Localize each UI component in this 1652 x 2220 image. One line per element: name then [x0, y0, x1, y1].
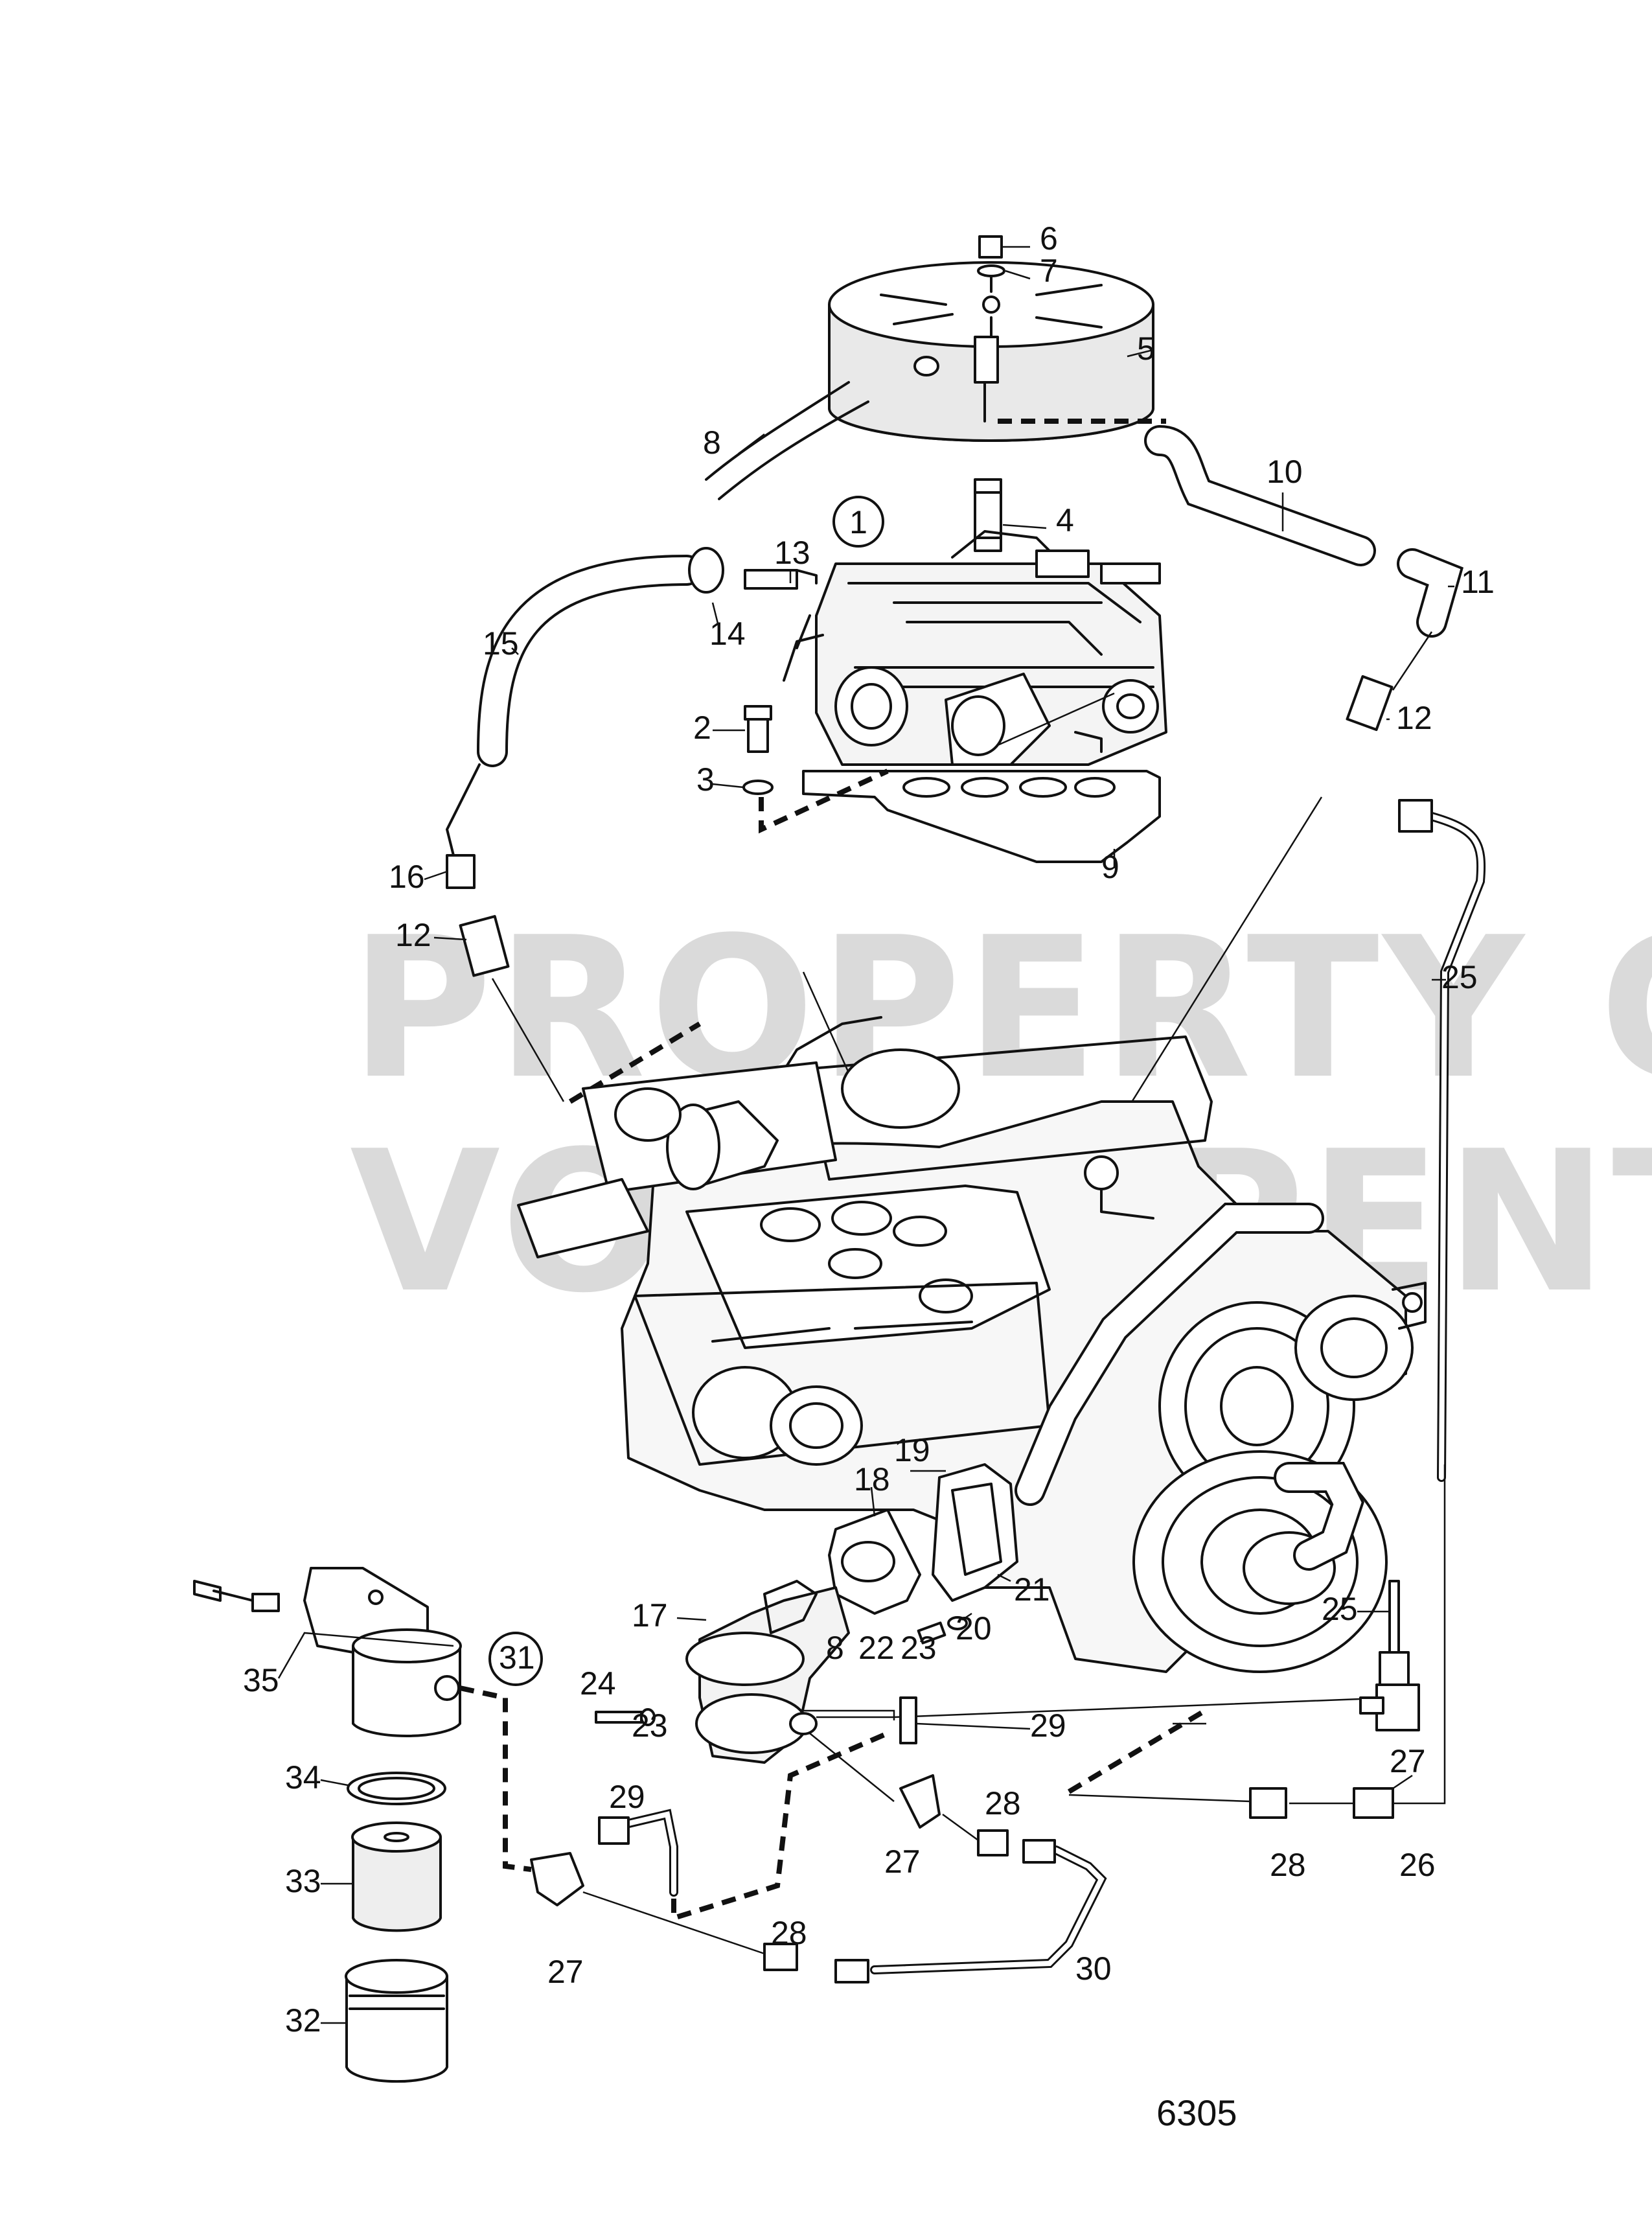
nut-6	[978, 235, 1003, 259]
callout-c31: 31	[499, 1639, 535, 1676]
filter-element-33	[352, 1836, 442, 1932]
callout-c29a: 29	[1030, 1707, 1066, 1744]
callout-c12b: 12	[395, 917, 431, 953]
engine-block	[517, 1016, 1427, 1673]
callout-c8b: 8	[826, 1630, 844, 1666]
union-25-bottom	[1379, 1651, 1410, 1686]
elbow-27-middle	[899, 1774, 941, 1829]
callout-c6: 6	[1040, 220, 1058, 257]
assembly-circle-1	[832, 496, 884, 548]
callout-c21: 21	[1014, 1571, 1050, 1608]
callout-c30: 30	[1075, 1950, 1112, 1987]
nipple-13	[744, 569, 798, 590]
callout-c2: 2	[693, 710, 711, 746]
callout-c17: 17	[632, 1597, 668, 1634]
figure-number: 6305	[1156, 2092, 1237, 2133]
air-filter	[828, 235, 1154, 442]
callout-c28b: 28	[1270, 1847, 1306, 1883]
washer-23	[947, 1616, 968, 1630]
callout-c28c: 28	[771, 1915, 807, 1951]
callout-c5: 5	[1137, 330, 1155, 367]
elbow-27-left	[530, 1852, 584, 1906]
callout-c23a: 23	[901, 1630, 937, 1666]
callout-c10: 10	[1267, 454, 1303, 490]
assembly-marker: 1	[849, 504, 867, 540]
callout-c27c: 27	[547, 1954, 584, 1990]
callout-c29b: 29	[609, 1779, 645, 1815]
callout-c15: 15	[483, 625, 519, 662]
filter-bowl-32	[345, 1975, 448, 2083]
callout-c11: 11	[1461, 564, 1495, 600]
union-28-left	[763, 1943, 798, 1971]
callout-c32: 32	[285, 2002, 321, 2039]
fuel-filter-assembly	[193, 1567, 462, 2083]
callout-c7: 7	[1040, 253, 1058, 289]
plate-18	[828, 1509, 921, 1615]
callout-c27a: 27	[1390, 1743, 1426, 1779]
callout-c23b: 23	[632, 1707, 668, 1744]
union-28-middle	[977, 1829, 1009, 1856]
elbow-27-right	[1375, 1683, 1420, 1731]
hose-8	[705, 381, 850, 481]
washer-7	[977, 264, 1005, 277]
callout-c33: 33	[285, 1863, 321, 1899]
washer-23-b	[640, 1708, 656, 1726]
callout-c8a: 8	[703, 424, 721, 461]
union-26	[1353, 1787, 1394, 1819]
nipple-35	[251, 1593, 280, 1612]
callout-c26: 26	[1399, 1847, 1436, 1883]
callout-c18: 18	[854, 1461, 890, 1497]
callout-c3: 3	[696, 761, 715, 798]
callout-c27b: 27	[884, 1844, 921, 1880]
union-28-right	[1249, 1787, 1287, 1819]
union-28-bottom	[834, 1959, 869, 1983]
union-29-left	[598, 1816, 630, 1845]
callout-c20: 20	[956, 1610, 992, 1647]
callout-c24: 24	[580, 1665, 616, 1702]
union-30-end	[1022, 1839, 1056, 1864]
callout-c35: 35	[243, 1662, 279, 1698]
callout-c25a: 25	[1441, 959, 1478, 995]
callout-c22: 22	[858, 1630, 895, 1666]
callout-c25b: 25	[1322, 1591, 1358, 1627]
callout-c34: 34	[285, 1759, 321, 1796]
callout-c19: 19	[894, 1432, 930, 1468]
clamp-14	[688, 547, 724, 594]
filter-head-31	[352, 1645, 461, 1737]
callout-c9: 9	[1101, 849, 1119, 885]
washer-3	[742, 780, 774, 795]
callout-c4: 4	[1056, 502, 1074, 538]
callout-c14: 14	[709, 616, 746, 652]
stud-4	[974, 478, 1002, 552]
callout-c13: 13	[774, 535, 810, 571]
connector-16	[446, 854, 476, 889]
leader-lines	[277, 246, 1454, 2024]
screw-22	[917, 1621, 946, 1645]
callout-c16: 16	[389, 859, 425, 895]
callout-circle-31	[488, 1632, 543, 1686]
union-25-top	[1398, 799, 1433, 833]
union-12-left	[459, 915, 510, 977]
carburettor	[783, 530, 1167, 863]
callout-c12a: 12	[1396, 700, 1432, 736]
nipple-29	[899, 1696, 917, 1744]
callout-c28a: 28	[985, 1785, 1021, 1821]
fuel-pump-assembly	[595, 1463, 1394, 1802]
watermark-line-1: PROPERTY OF	[350, 896, 1652, 1122]
union-12-top	[1346, 675, 1394, 732]
